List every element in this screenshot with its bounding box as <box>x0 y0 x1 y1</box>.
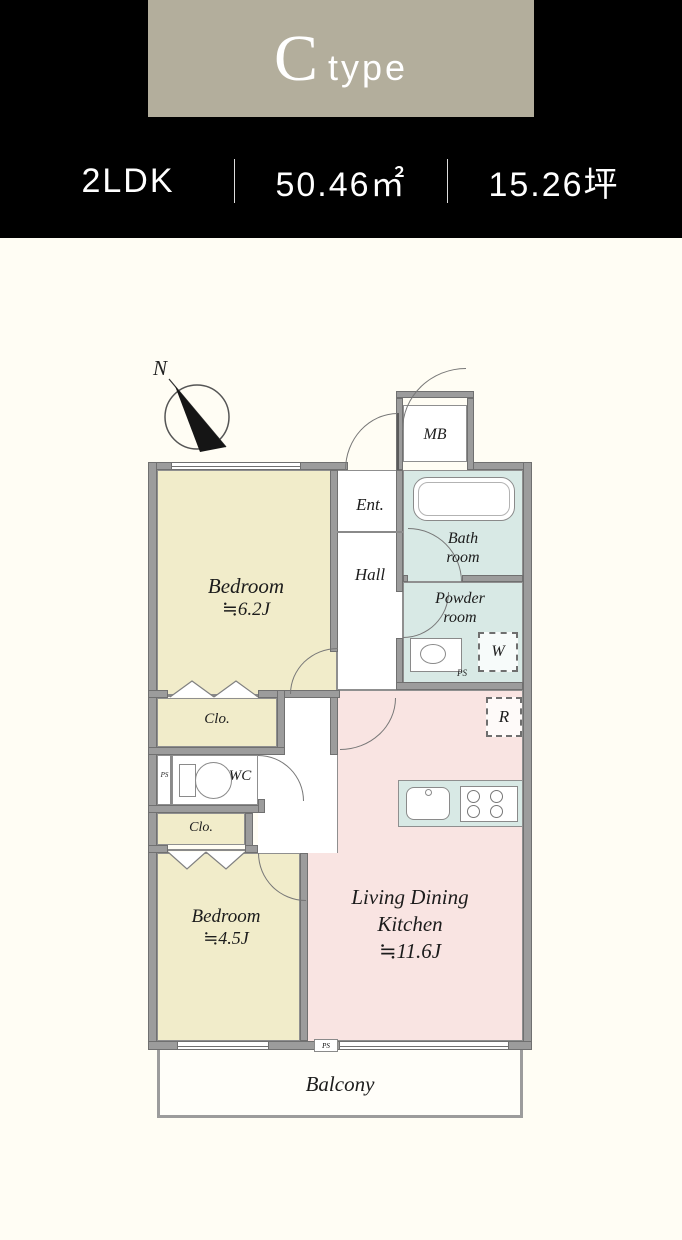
spec-divider <box>447 159 448 203</box>
room-ldk-extension <box>308 853 338 1041</box>
balcony-wall <box>157 1050 160 1118</box>
room-ldk <box>337 690 523 1041</box>
label-bedroom2-size: ≒4.5J <box>203 928 249 949</box>
closet-track-line <box>168 694 258 696</box>
compass-n-label: N <box>152 356 168 380</box>
label-bedroom1-size: ≒6.2J <box>221 598 271 620</box>
room-closet-lower <box>157 813 245 845</box>
wall-segment <box>148 747 285 755</box>
wall-segment <box>523 462 532 1050</box>
bathtub <box>413 477 515 521</box>
bathtub-inner <box>418 482 510 516</box>
wall-segment <box>268 1041 340 1050</box>
label-ldk-size: ≒11.6J <box>378 938 442 963</box>
ps-balcony-label: PS <box>322 1041 330 1050</box>
entrance-step-line <box>337 531 403 533</box>
room-closet-upper <box>157 698 277 747</box>
label-bedroom2-name: Bedroom <box>191 906 261 927</box>
balcony-wall <box>157 1115 523 1118</box>
stove-burner <box>467 805 480 818</box>
refrigerator-label: R <box>498 707 510 726</box>
label-ps-wc: PS <box>160 771 169 779</box>
label-powder: Powder room <box>403 590 517 628</box>
wall-segment <box>148 805 265 813</box>
balcony-wall <box>520 1050 523 1118</box>
wall-segment <box>148 462 157 1050</box>
door-arc-entrance <box>345 413 398 470</box>
spec-layout: 2LDK <box>81 161 175 200</box>
wall-segment <box>300 462 348 470</box>
label-balcony: Balcony <box>305 1072 375 1096</box>
spec-divider <box>234 159 235 203</box>
window <box>172 462 300 470</box>
header: C type 2LDK 50.46㎡ 15.26坪 <box>0 0 682 238</box>
label-closet-upper: Clo. <box>204 711 230 727</box>
compass-icon: N <box>152 356 230 452</box>
wall-segment <box>245 845 258 853</box>
closet-track-line <box>168 849 245 851</box>
wall-segment <box>148 1041 178 1050</box>
washer-label: W <box>491 643 505 660</box>
wall-segment <box>467 398 474 470</box>
label-wc: WC <box>228 768 252 784</box>
ps-balcony-box: PS <box>314 1039 338 1052</box>
wall-segment <box>403 575 408 582</box>
window <box>178 1041 268 1050</box>
label-ldk-line1: Living Dining <box>351 885 469 909</box>
vanity-basin <box>420 644 446 664</box>
label-powder-line1: Powder <box>435 590 485 607</box>
label-bathroom: Bath room <box>408 530 518 568</box>
toilet-tank <box>179 764 196 797</box>
stove-burner <box>490 790 503 803</box>
stove-burner <box>467 790 480 803</box>
wall-segment <box>508 1041 532 1050</box>
wall-segment <box>277 690 285 755</box>
wall-segment <box>462 575 523 582</box>
ps-niche-divider <box>170 755 172 805</box>
label-powder-line2: room <box>443 608 477 626</box>
label-hall: Hall <box>354 565 386 584</box>
label-bedroom2: Bedroom ≒4.5J <box>150 906 302 950</box>
label-closet-lower: Clo. <box>189 820 213 835</box>
spec-area: 50.46㎡ <box>275 165 407 204</box>
wall-segment <box>330 690 338 755</box>
type-word: type <box>327 46 409 88</box>
wall-segment <box>258 799 265 813</box>
type-letter: C <box>273 21 318 95</box>
washer-box: W <box>478 632 518 672</box>
room-balcony <box>160 1050 520 1115</box>
door-leaf-entrance <box>397 413 399 470</box>
stove-burner <box>490 805 503 818</box>
spec-row: 2LDK 50.46㎡ 15.26坪 <box>0 150 682 212</box>
window <box>340 1041 508 1050</box>
refrigerator-box: R <box>486 697 522 737</box>
toilet-bowl <box>195 762 232 799</box>
kitchen-faucet <box>425 789 432 796</box>
label-ps-powder: PS <box>457 668 467 678</box>
wall-segment <box>148 690 168 698</box>
type-badge: C type <box>148 0 534 117</box>
label-bedroom1: Bedroom ≒6.2J <box>157 574 335 621</box>
wall-segment <box>396 682 523 690</box>
label-bath-line2: room <box>446 548 480 566</box>
wall-segment <box>148 845 168 853</box>
spec-tsubo: 15.26坪 <box>488 165 620 204</box>
label-ldk: Living Dining Kitchen ≒11.6J <box>308 884 512 965</box>
door-arc-meter-box <box>402 368 466 430</box>
label-entrance: Ent. <box>356 495 384 514</box>
label-meter-box: MB <box>423 426 447 443</box>
label-bedroom1-name: Bedroom <box>207 574 285 598</box>
label-ldk-line2: Kitchen <box>377 911 443 936</box>
label-bath-line1: Bath <box>447 530 479 547</box>
